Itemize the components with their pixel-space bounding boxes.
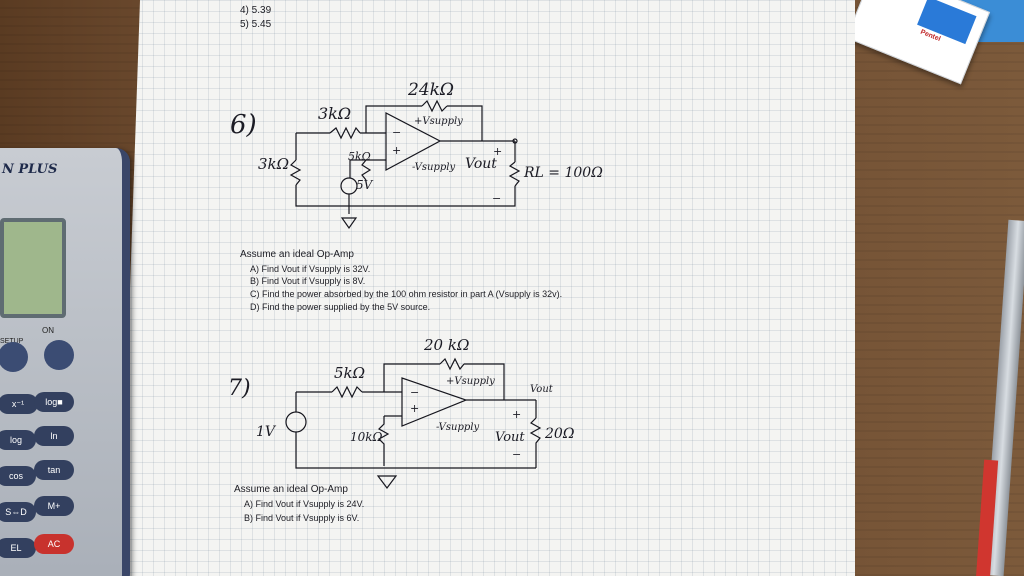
- ground-symbol: [340, 217, 358, 230]
- calculator-key: M+: [34, 496, 74, 516]
- calculator-key: EL: [0, 538, 36, 558]
- worksheet-paper: [120, 0, 855, 576]
- calculator-key: x⁻¹: [0, 394, 38, 414]
- calculator-key: cos: [0, 466, 36, 486]
- label-rl-100: RL = 100Ω: [524, 165, 603, 181]
- ground-symbol-7: [376, 475, 398, 489]
- opamp-6-plus: +: [392, 144, 402, 157]
- calculator-key: tan: [34, 460, 74, 480]
- label-vout-6: Vout: [465, 156, 497, 172]
- problem-6-number: 6): [230, 110, 257, 140]
- label-pos-supply-6: +Vsupply: [414, 116, 463, 127]
- vout-6-minus: −: [492, 192, 502, 205]
- resistor-3k-shunt: [289, 159, 302, 186]
- wire-bottom: [295, 432, 536, 469]
- opamp-7: [401, 377, 468, 427]
- label-neg-supply-7: -Vsupply: [436, 422, 480, 433]
- problem-7-number: 7): [228, 376, 251, 401]
- wire: [464, 363, 505, 400]
- resistor-5k-input: [331, 385, 363, 399]
- label-5k-input: 5kΩ: [334, 364, 366, 382]
- vout-7-plus: +: [512, 408, 522, 421]
- circuit-6: [289, 99, 521, 230]
- label-pos-supply-7: +Vsupply: [446, 376, 495, 387]
- opamp-7-minus: −: [410, 386, 420, 399]
- calculator-on-label: ON: [42, 326, 54, 335]
- answer-4: 4) 5.39: [240, 5, 272, 16]
- label-3k-input: 3kΩ: [318, 104, 352, 123]
- vout-6-plus: +: [493, 145, 503, 158]
- problem-6-part-a: A) Find Vout if Vsupply is 32V.: [250, 264, 371, 274]
- label-24k: 24kΩ: [408, 80, 455, 100]
- calculator-key: log■: [34, 392, 74, 412]
- problem-6-assume: Assume an ideal Op-Amp: [240, 249, 354, 260]
- label-neg-supply-6: -Vsupply: [412, 162, 456, 173]
- calculator: N PLUS ON SETUP x⁻¹ log■ log ln cos tan …: [0, 148, 130, 576]
- problem-7-part-a: A) Find Vout if Vsupply is 24V.: [244, 499, 365, 509]
- label-3k-shunt: 3kΩ: [258, 155, 290, 173]
- resistor-24k-feedback: [421, 99, 448, 113]
- wire: [447, 105, 483, 141]
- calculator-screen: [0, 218, 66, 318]
- label-vout-top-7: Vout: [530, 384, 553, 395]
- calculator-setup-key: [0, 342, 28, 372]
- resistor-3k-input: [329, 126, 361, 140]
- resistor-load-100: [508, 161, 521, 187]
- circuit-7: [285, 357, 542, 489]
- calculator-brand: N PLUS: [2, 162, 58, 177]
- opamp-6-minus: −: [392, 126, 402, 139]
- label-5v: 5V: [356, 178, 373, 192]
- resistor-5k: [361, 159, 372, 181]
- wire: [383, 363, 440, 392]
- calculator-key: ln: [34, 426, 74, 446]
- label-vout-7: Vout: [495, 430, 525, 445]
- resistor-10k: [378, 416, 390, 466]
- calculator-key: AC: [34, 534, 74, 554]
- vout-7-minus: −: [512, 448, 522, 461]
- calculator-on-key: [44, 340, 74, 370]
- answer-5: 5) 5.45: [240, 19, 272, 30]
- label-20-ohm: 20Ω: [545, 426, 575, 442]
- opamp-6: [385, 112, 442, 172]
- label-1v: 1V: [256, 424, 276, 440]
- problem-6-part-c: C) Find the power absorbed by the 100 oh…: [250, 289, 563, 299]
- problem-7-assume: Assume an ideal Op-Amp: [234, 484, 348, 495]
- resistor-20k-feedback: [439, 357, 465, 371]
- resistor-load-20: [529, 417, 542, 468]
- wire: [365, 105, 422, 133]
- problem-6-part-b: B) Find Vout if Vsupply is 8V.: [250, 276, 366, 286]
- label-20k: 20 kΩ: [424, 336, 470, 354]
- problem-7-part-b: B) Find Vout if Vsupply is 6V.: [244, 513, 360, 523]
- voltage-source-1v: [285, 411, 307, 433]
- calculator-key: S⇔D: [0, 502, 36, 522]
- label-5k: 5kΩ: [348, 150, 371, 163]
- voltage-source-5v: [340, 177, 358, 195]
- calculator-setup-label: SETUP: [0, 338, 23, 345]
- calculator-key: log: [0, 430, 36, 450]
- opamp-7-plus: +: [410, 402, 420, 415]
- label-10k: 10kΩ: [350, 430, 383, 444]
- wire-bottom: [295, 185, 516, 207]
- problem-6-part-d: D) Find the power supplied by the 5V sou…: [250, 302, 431, 312]
